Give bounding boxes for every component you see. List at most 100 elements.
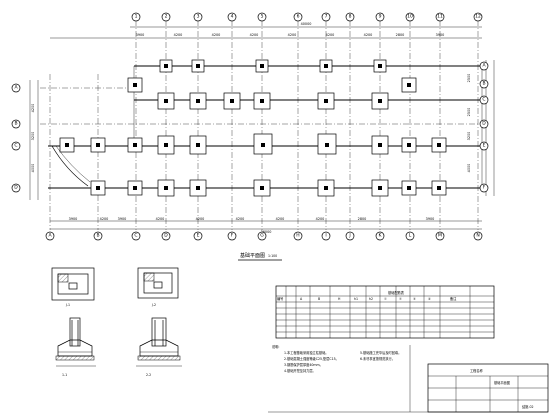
dim-top-8: 2800 bbox=[396, 33, 405, 37]
dim-top-6: 4200 bbox=[326, 33, 335, 37]
svg-text:1-1: 1-1 bbox=[62, 373, 67, 377]
svg-text:B: B bbox=[14, 121, 17, 127]
grid-vertical bbox=[49, 20, 479, 230]
svg-text:A: A bbox=[300, 297, 303, 301]
bottom-segment-dims: 3900 4200 3900 4200 4200 4200 4200 4200 … bbox=[69, 217, 435, 221]
dim-bot-6: 4200 bbox=[236, 217, 245, 221]
dim-top-3: 4200 bbox=[212, 33, 221, 37]
svg-text:K: K bbox=[379, 233, 383, 239]
svg-text:D: D bbox=[482, 121, 486, 127]
svg-text:2500: 2500 bbox=[467, 108, 471, 117]
foundation-plan: 40000 36000 3900 4200 4200 4200 4200 420… bbox=[11, 12, 495, 261]
svg-text:5.基础施工完毕后及时回填。: 5.基础施工完毕后及时回填。 bbox=[360, 350, 401, 355]
svg-text:3200: 3200 bbox=[467, 132, 471, 141]
svg-text:5: 5 bbox=[261, 14, 264, 20]
dim-bot-9: 2800 bbox=[358, 217, 367, 221]
curved-wall bbox=[51, 145, 89, 187]
svg-text:H: H bbox=[338, 297, 341, 301]
svg-text:3.钢筋保护层厚度40mm。: 3.钢筋保护层厚度40mm。 bbox=[284, 362, 323, 367]
svg-text:h2: h2 bbox=[369, 297, 373, 301]
top-overall-dim: 40000 bbox=[301, 22, 312, 26]
svg-text:F: F bbox=[231, 233, 234, 239]
dim-bot-5: 4200 bbox=[196, 217, 205, 221]
svg-text:J-1: J-1 bbox=[65, 303, 70, 307]
svg-text:4.基础开挖至持力层。: 4.基础开挖至持力层。 bbox=[284, 368, 316, 373]
dim-bot-7: 4200 bbox=[276, 217, 285, 221]
svg-text:2-2: 2-2 bbox=[146, 373, 151, 377]
svg-text:A: A bbox=[482, 63, 486, 69]
bottom-overall-dim: 36000 bbox=[261, 230, 272, 234]
svg-text:4000: 4000 bbox=[467, 164, 471, 173]
svg-text:2.基础混凝土强度等级C25,垫层C15。: 2.基础混凝土强度等级C25,垫层C15。 bbox=[284, 356, 339, 361]
footing-detail-2: J-2 2-2 bbox=[136, 267, 182, 377]
svg-text:8: 8 bbox=[349, 14, 352, 20]
dim-bot-10: 3900 bbox=[426, 217, 435, 221]
svg-text:7: 7 bbox=[325, 14, 328, 20]
svg-text:1: 1 bbox=[135, 14, 138, 20]
reinforcement-table: 基础配筋表 编号 A B H h1 h2 ① ② ③ ④ bbox=[275, 285, 495, 339]
svg-text:9: 9 bbox=[379, 14, 382, 20]
svg-text:A: A bbox=[14, 85, 18, 91]
svg-text:D: D bbox=[14, 185, 18, 191]
svg-text:C: C bbox=[134, 233, 137, 239]
svg-text:3200: 3200 bbox=[31, 132, 35, 141]
svg-text:4000: 4000 bbox=[31, 164, 35, 173]
svg-text:②: ② bbox=[399, 297, 402, 301]
dim-bot-4: 4200 bbox=[156, 217, 165, 221]
svg-text:J: J bbox=[348, 233, 350, 239]
svg-text:①: ① bbox=[384, 297, 387, 301]
svg-text:I: I bbox=[325, 233, 326, 239]
plan-title: 基础平面图 bbox=[240, 252, 265, 259]
svg-text:11: 11 bbox=[437, 14, 443, 20]
svg-text:4: 4 bbox=[231, 14, 234, 20]
dim-bot-2: 4200 bbox=[100, 217, 109, 221]
axis-bubbles-bottom: A B C D E F G H I J K L M N bbox=[45, 231, 483, 241]
svg-text:④: ④ bbox=[428, 297, 431, 301]
axis-bubbles-left: A B C D 4200 3200 4000 bbox=[11, 80, 39, 200]
svg-text:L: L bbox=[409, 233, 412, 239]
svg-text:E: E bbox=[197, 233, 200, 239]
svg-text:基础配筋表: 基础配筋表 bbox=[388, 290, 405, 295]
dim-top-4: 4200 bbox=[250, 33, 259, 37]
svg-text:F: F bbox=[483, 185, 486, 191]
axis-bubbles-right: A B C D E F 2500 2500 3200 4000 bbox=[467, 60, 495, 196]
svg-text:结施-02: 结施-02 bbox=[522, 404, 534, 409]
svg-text:N: N bbox=[476, 233, 479, 239]
svg-text:工程名称: 工程名称 bbox=[470, 368, 484, 373]
svg-text:4200: 4200 bbox=[31, 104, 35, 113]
svg-text:J-2: J-2 bbox=[151, 303, 156, 307]
top-segment-dims: 3900 4200 4200 4200 4200 4200 4200 2800 … bbox=[136, 33, 445, 37]
svg-text:2: 2 bbox=[165, 14, 168, 20]
dim-top-1: 3900 bbox=[136, 33, 145, 37]
svg-text:2500: 2500 bbox=[467, 74, 471, 83]
svg-text:A: A bbox=[48, 233, 52, 239]
svg-text:6: 6 bbox=[297, 14, 300, 20]
svg-text:10: 10 bbox=[407, 14, 413, 20]
svg-text:6.未尽事宜按规范执行。: 6.未尽事宜按规范执行。 bbox=[360, 356, 395, 361]
axis-bubbles-top: 1 2 3 4 5 6 7 8 9 10 11 12 bbox=[131, 12, 483, 22]
svg-text:B: B bbox=[482, 81, 485, 87]
svg-text:h1: h1 bbox=[354, 297, 358, 301]
footing-detail-1: J-1 1-1 bbox=[51, 267, 96, 377]
svg-text:基础平面图: 基础平面图 bbox=[494, 380, 510, 385]
svg-text:C: C bbox=[14, 143, 17, 149]
dim-bot-1: 3900 bbox=[69, 217, 78, 221]
svg-text:C: C bbox=[482, 97, 485, 103]
svg-text:E: E bbox=[483, 143, 486, 149]
svg-text:③: ③ bbox=[413, 297, 416, 301]
svg-text:编号: 编号 bbox=[277, 296, 283, 301]
dim-top-5: 4200 bbox=[288, 33, 297, 37]
plan-scale: 1:100 bbox=[268, 254, 277, 258]
svg-text:B: B bbox=[318, 297, 320, 301]
svg-text:3: 3 bbox=[197, 14, 200, 20]
svg-text:12: 12 bbox=[475, 14, 481, 20]
svg-text:G: G bbox=[260, 233, 264, 239]
svg-text:D: D bbox=[164, 233, 168, 239]
svg-text:M: M bbox=[438, 233, 442, 239]
svg-text:B: B bbox=[96, 233, 99, 239]
svg-text:说明:: 说明: bbox=[272, 344, 279, 349]
svg-text:备注: 备注 bbox=[450, 296, 457, 301]
dim-bot-8: 4200 bbox=[316, 217, 325, 221]
dim-top-7: 4200 bbox=[364, 33, 373, 37]
